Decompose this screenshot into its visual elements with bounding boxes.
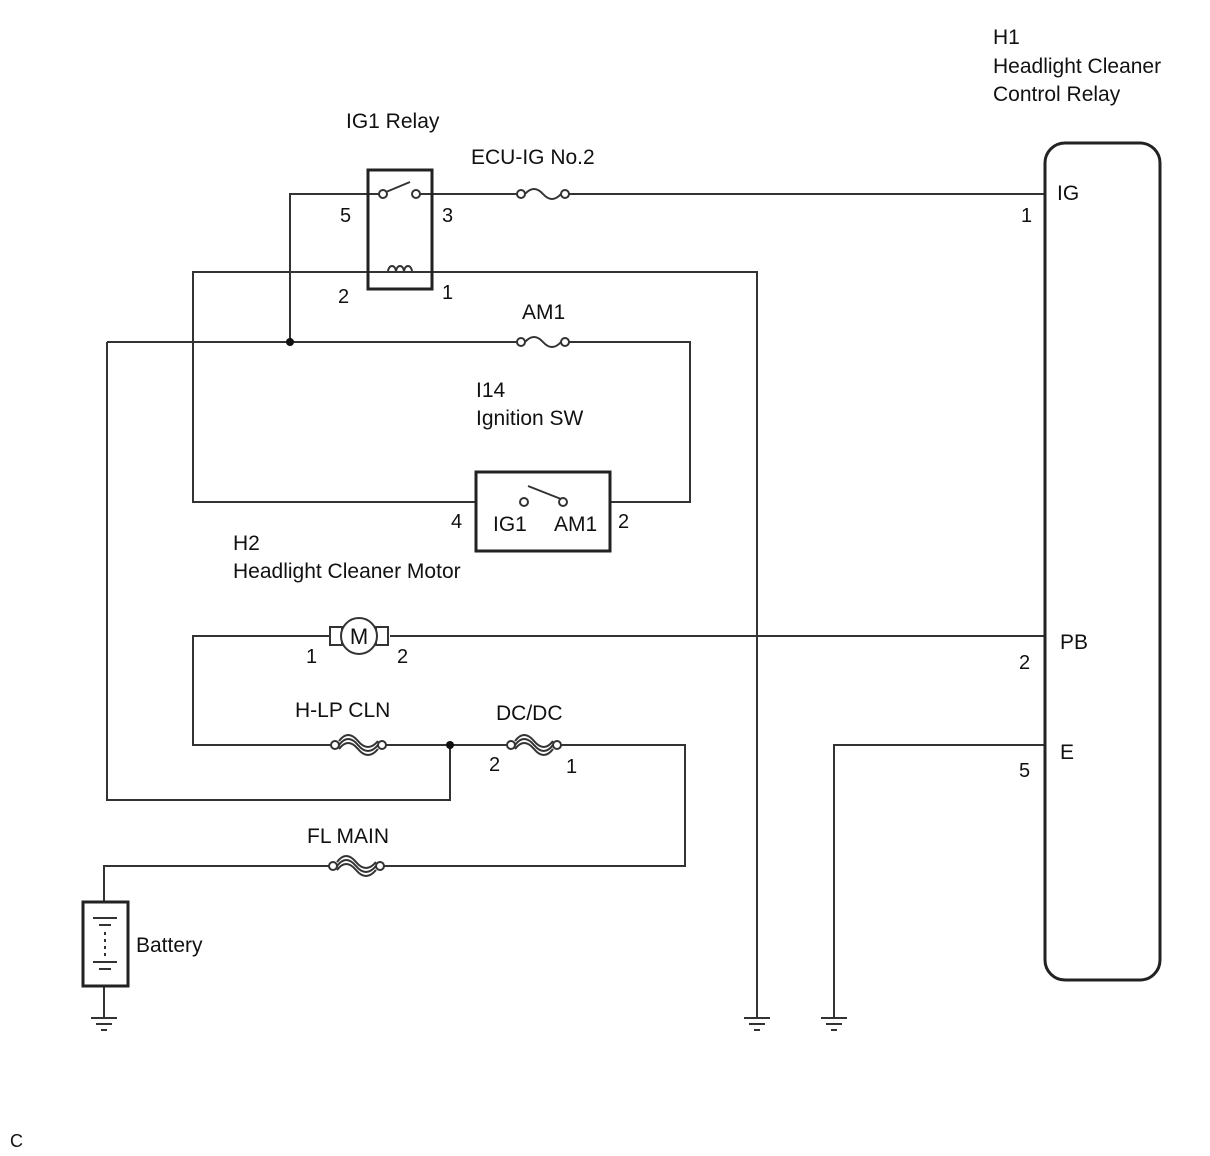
motor-name: Headlight Cleaner Motor [233, 560, 461, 583]
switch-contact-icon [558, 497, 568, 507]
ignition-switch: I14 Ignition SW IG1 AM1 4 2 [451, 379, 629, 553]
wire-fl-main-battery [103, 865, 330, 902]
fuse-dcdc: DC/DC 2 1 [489, 702, 577, 778]
junction-dot [446, 741, 454, 749]
pin-name-ig: IG [1057, 182, 1079, 205]
relay-contact-icon [378, 189, 388, 199]
ignition-switch-code: I14 [476, 379, 506, 402]
relay-contact-icon [411, 189, 421, 199]
switch-contact-ig1-label: IG1 [493, 513, 527, 536]
switch-pin-2: 2 [618, 511, 629, 533]
control-relay-name-2: Control Relay [993, 83, 1121, 106]
fuse-ecu-ig-label: ECU-IG No.2 [471, 146, 595, 169]
fuse-dcdc-pin-1: 1 [566, 756, 577, 778]
motor-symbol: M [350, 624, 368, 649]
fuse-am1-label: AM1 [522, 301, 565, 324]
ground-relay-icon [744, 1017, 770, 1031]
relay-coil-icon [387, 265, 413, 273]
fuse-ecu-ig: ECU-IG No.2 [471, 146, 595, 200]
ground-battery-icon [91, 1017, 117, 1031]
pin-number-pb: 2 [1019, 652, 1030, 674]
wire-left-bus [106, 342, 451, 801]
fuse-terminal-icon [516, 337, 526, 347]
wire-relay-pin5 [289, 193, 382, 342]
corner-mark: C [10, 1131, 23, 1151]
fuse-terminal-icon [516, 189, 526, 199]
pin-number-e: 5 [1019, 760, 1030, 782]
fuse-icon [524, 336, 562, 348]
fuse-am1: AM1 [516, 301, 570, 348]
relay-pin-2: 2 [338, 286, 349, 308]
junction-dot [286, 338, 294, 346]
fusible-link-icon [336, 855, 377, 877]
switch-pin-4: 4 [451, 511, 462, 533]
relay-pin-1: 1 [442, 282, 453, 304]
control-relay-name-1: Headlight Cleaner [993, 55, 1161, 78]
battery-label: Battery [136, 934, 203, 957]
fuse-dcdc-label: DC/DC [496, 702, 563, 725]
fuse-hlp-cln-label: H-LP CLN [295, 699, 390, 722]
switch-lever-icon [527, 485, 562, 500]
fuse-icon [524, 188, 562, 200]
fuse-terminal-icon [552, 740, 562, 750]
fusible-link-icon [338, 734, 379, 756]
headlight-cleaner-motor: H2 Headlight Cleaner Motor M 1 2 [233, 532, 461, 668]
wire-e-ground [833, 744, 1045, 1018]
fuse-terminal-icon [377, 740, 387, 750]
fuse-terminal-icon [375, 861, 385, 871]
wire-am1-bus [107, 341, 691, 503]
ignition-switch-name: Ignition SW [476, 407, 584, 430]
ig1-relay-body [366, 168, 434, 291]
fuse-fl-main-label: FL MAIN [307, 825, 389, 848]
fuse-terminal-icon [506, 740, 516, 750]
wire-hlp-dcdc [384, 744, 686, 867]
fusible-link-icon [514, 734, 554, 756]
ignition-switch-body [474, 470, 612, 553]
pin-number-ig: 1 [1021, 205, 1032, 227]
switch-contact-am1-label: AM1 [554, 513, 597, 536]
battery-body [81, 900, 130, 988]
control-relay-code: H1 [993, 26, 1020, 49]
fuse-terminal-icon [328, 861, 338, 871]
wires [103, 193, 1045, 1018]
ig1-relay: IG1 Relay 5 3 2 1 [338, 110, 453, 308]
relay-switch-blade-icon [385, 181, 411, 193]
pin-name-e: E [1060, 741, 1074, 764]
control-relay-body [1043, 141, 1162, 982]
control-relay-h1: H1 Headlight Cleaner Control Relay IG 1 … [993, 26, 1162, 982]
wire-relay-coil [192, 271, 758, 1018]
relay-pin-3: 3 [442, 205, 453, 227]
battery: Battery [81, 900, 203, 988]
fuse-terminal-icon [330, 740, 340, 750]
fuse-dcdc-pin-2: 2 [489, 754, 500, 776]
wire-motor-line [192, 635, 1045, 746]
ground-control-relay-icon [821, 1017, 847, 1031]
relay-pin-5: 5 [340, 205, 351, 227]
motor-code: H2 [233, 532, 260, 555]
motor-pin-2: 2 [397, 646, 408, 668]
ig1-relay-label: IG1 Relay [346, 110, 440, 133]
pin-name-pb: PB [1060, 631, 1088, 654]
fuse-fl-main: FL MAIN [307, 825, 389, 877]
switch-contact-icon [519, 497, 529, 507]
fuse-terminal-icon [560, 337, 570, 347]
fuse-terminal-icon [560, 189, 570, 199]
motor-icon [340, 617, 378, 655]
motor-pin-1: 1 [306, 646, 317, 668]
fuse-hlp-cln: H-LP CLN [295, 699, 390, 756]
